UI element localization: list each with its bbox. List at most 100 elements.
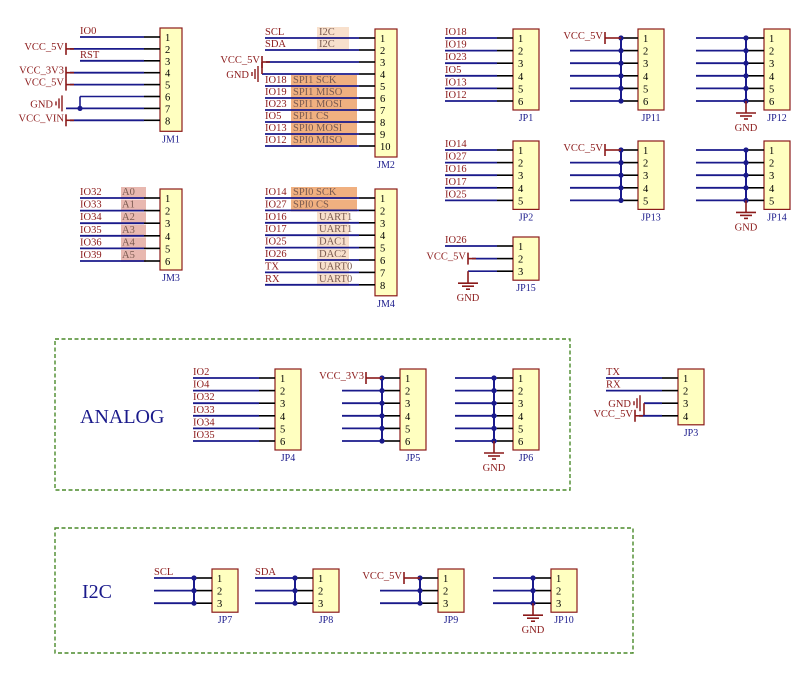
gnd-label: GND xyxy=(608,399,631,410)
junction-dot xyxy=(618,98,624,104)
net-label: IO27 xyxy=(445,152,467,163)
junction-dot xyxy=(743,35,749,41)
junction-dot xyxy=(743,185,749,191)
pin-number: 2 xyxy=(769,159,774,170)
function-label: I2C xyxy=(319,27,335,38)
pin-number: 8 xyxy=(380,118,385,129)
pin-number: 4 xyxy=(518,412,524,423)
pin-number: 3 xyxy=(380,58,385,69)
pin-number: 4 xyxy=(769,72,775,83)
junction-dot xyxy=(491,400,497,406)
pin-number: 2 xyxy=(518,47,523,58)
net-label: IO0 xyxy=(80,26,96,37)
net-label: IO35 xyxy=(193,430,215,441)
net-label: RX xyxy=(265,274,280,285)
pin-number: 2 xyxy=(683,387,688,398)
connector-body xyxy=(374,188,398,297)
junction-dot xyxy=(292,600,298,606)
pin-number: 2 xyxy=(518,387,523,398)
function-highlight xyxy=(317,211,349,224)
net-label: IO25 xyxy=(265,237,287,248)
net-label: IO32 xyxy=(80,187,102,198)
pin-number: 10 xyxy=(380,142,391,153)
function-label: SPI0 CS xyxy=(293,199,329,210)
pin-number: 5 xyxy=(518,424,523,435)
connector-ref: JP8 xyxy=(319,615,333,626)
function-label: SPI0 MISO xyxy=(293,135,343,146)
pin-number: 1 xyxy=(217,574,222,585)
pin-number: 5 xyxy=(769,84,774,95)
function-highlight xyxy=(291,87,357,99)
pin-number: 8 xyxy=(165,116,170,127)
connector-ref: JP6 xyxy=(519,453,533,464)
net-label: IO36 xyxy=(80,237,102,248)
function-highlight xyxy=(121,187,146,199)
pin-number: 2 xyxy=(769,47,774,58)
pin-number: 4 xyxy=(405,412,411,423)
junction-dot xyxy=(491,375,497,381)
junction-dot xyxy=(618,172,624,178)
connector-body xyxy=(211,568,239,613)
junction-dot xyxy=(618,85,624,91)
gnd-label: GND xyxy=(457,293,480,304)
junction-dot xyxy=(743,85,749,91)
gnd-label: GND xyxy=(522,625,545,636)
function-highlight xyxy=(291,199,357,212)
net-label: IO35 xyxy=(80,225,102,236)
function-label: SPI0 SCK xyxy=(293,187,337,198)
junction-dot xyxy=(743,73,749,79)
function-label: DAC1 xyxy=(319,237,346,248)
net-label: IO26 xyxy=(265,249,287,260)
connector-body xyxy=(512,140,540,211)
pin-number: 2 xyxy=(518,159,523,170)
net-label: IO12 xyxy=(445,90,467,101)
function-highlight xyxy=(121,224,146,237)
net-label: IO27 xyxy=(265,199,287,210)
pin-number: 4 xyxy=(280,412,286,423)
pin-number: 1 xyxy=(165,33,170,44)
pin-number: 7 xyxy=(380,106,385,117)
pin-number: 1 xyxy=(280,374,285,385)
connector-body xyxy=(763,28,791,111)
vcc-label: VCC_3V3 xyxy=(19,66,64,77)
function-highlight xyxy=(121,212,146,225)
junction-dot xyxy=(618,48,624,54)
pin-number: 2 xyxy=(380,46,385,57)
net-label: IO34 xyxy=(80,212,102,223)
function-highlight xyxy=(317,39,349,51)
pin-number: 3 xyxy=(165,219,170,230)
gnd-label: GND xyxy=(735,222,758,233)
net-label: IO25 xyxy=(445,189,467,200)
junction-dot xyxy=(191,600,197,606)
junction-dot xyxy=(618,160,624,166)
connector-body xyxy=(550,568,578,613)
pin-number: 6 xyxy=(405,437,410,448)
net-label: IO18 xyxy=(445,27,467,38)
function-highlight xyxy=(121,237,146,250)
junction-dot xyxy=(292,575,298,581)
function-label: A1 xyxy=(122,200,135,211)
junction-dot xyxy=(191,575,197,581)
pin-number: 5 xyxy=(405,424,410,435)
net-label: IO18 xyxy=(265,75,287,86)
gnd-label: GND xyxy=(483,463,506,474)
connector-body xyxy=(677,368,705,426)
junction-dot xyxy=(379,438,385,444)
connector-ref: JP10 xyxy=(554,615,573,626)
function-label: UART0 xyxy=(319,274,352,285)
junction-dot xyxy=(491,388,497,394)
pin-number: 1 xyxy=(556,574,561,585)
region-i2c: I2C xyxy=(54,527,634,654)
net-label: IO34 xyxy=(193,417,215,428)
pin-number: 6 xyxy=(165,93,170,104)
net-label: IO12 xyxy=(265,135,287,146)
pin-number: 4 xyxy=(643,72,649,83)
connector-ref: JP3 xyxy=(684,428,698,439)
pin-number: 5 xyxy=(518,84,523,95)
